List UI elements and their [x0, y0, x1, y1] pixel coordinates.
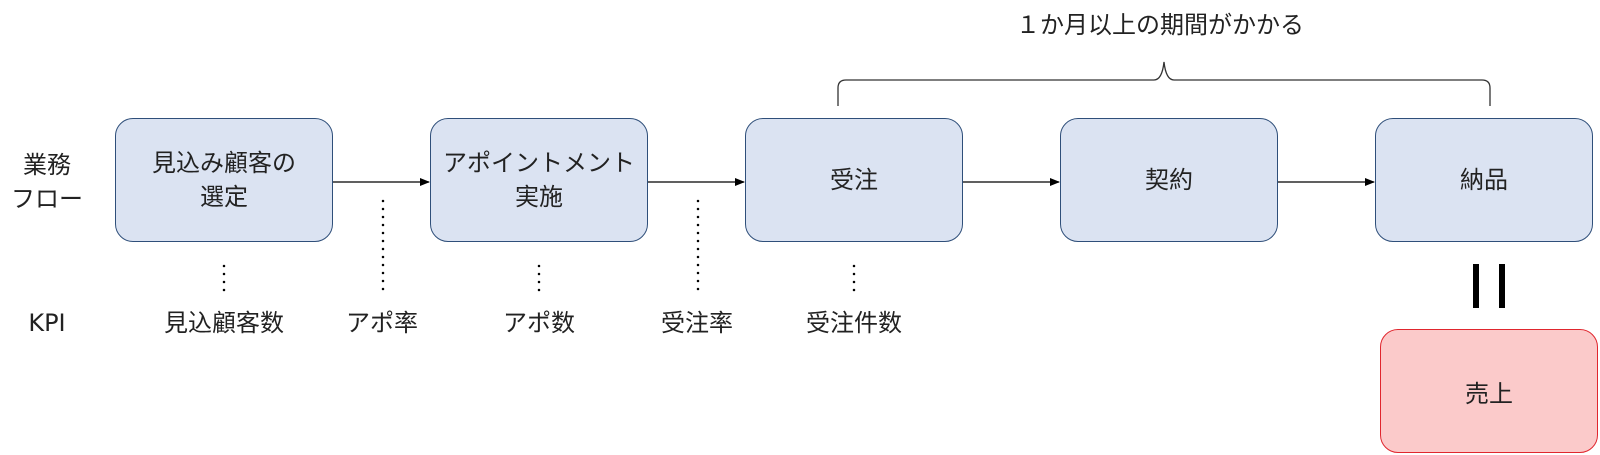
flow-row-label: 業務 フロー	[11, 151, 83, 213]
kpi-prospect-count: 見込顧客数	[164, 309, 284, 337]
period-brace	[837, 61, 1491, 106]
flow-step-delivery: 納品	[1375, 118, 1593, 242]
kpi-order-count: 受注件数	[806, 309, 902, 337]
kpi-appointment-rate: アポ率	[346, 309, 418, 337]
period-note: １か月以上の期間がかかる	[1016, 11, 1304, 39]
flow-step-order: 受注	[745, 118, 963, 242]
kpi-row-label: KPI	[28, 309, 66, 337]
flow-step-prospect-selection: 見込み顧客の 選定	[115, 118, 333, 242]
result-sales-box: 売上	[1380, 329, 1598, 453]
flow-step-contract: 契約	[1060, 118, 1278, 242]
kpi-appointment-count: アポ数	[503, 309, 575, 337]
kpi-order-rate: 受注率	[661, 309, 733, 337]
flow-step-appointment: アポイントメント 実施	[430, 118, 648, 242]
